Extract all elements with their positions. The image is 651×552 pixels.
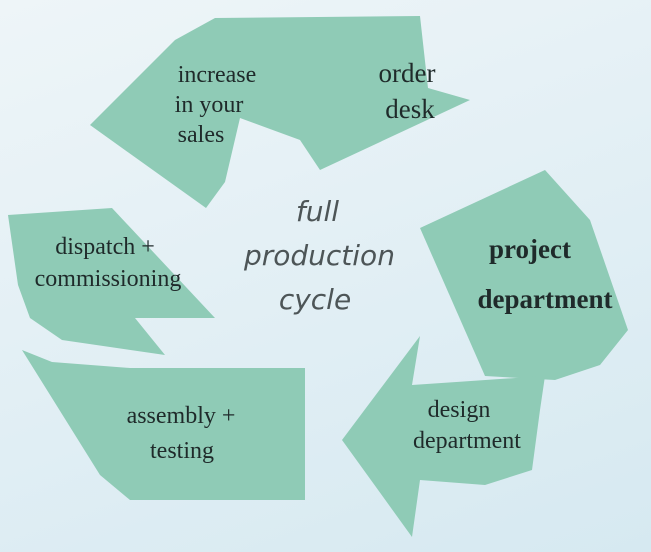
top-cycle-arrow bbox=[90, 16, 470, 208]
label-assembly-testing: assembly + testing bbox=[127, 403, 240, 464]
label-dispatch-commissioning-line-1: dispatch + bbox=[55, 234, 155, 260]
label-project-department: project department bbox=[478, 234, 613, 314]
center-title: full production cycle bbox=[243, 195, 400, 316]
label-project-department-line-1: project bbox=[489, 234, 571, 264]
left-cycle-arrow bbox=[8, 208, 215, 355]
center-title-line-2: production bbox=[243, 239, 395, 272]
center-title-line-3: cycle bbox=[279, 283, 351, 316]
label-dispatch-commissioning: dispatch + commissioning bbox=[35, 234, 182, 292]
label-sales-line-1: increase bbox=[178, 62, 257, 88]
label-design-department-line-2: department bbox=[413, 428, 521, 454]
label-sales-line-2: in your bbox=[175, 92, 244, 118]
label-order-desk-line-2: desk bbox=[385, 94, 435, 124]
label-dispatch-commissioning-line-2: commissioning bbox=[35, 266, 182, 292]
label-sales: increase in your sales bbox=[175, 62, 261, 148]
label-assembly-testing-line-2: testing bbox=[150, 438, 214, 464]
label-assembly-testing-line-1: assembly + bbox=[127, 403, 236, 429]
label-project-department-line-2: department bbox=[478, 284, 613, 314]
label-design-department-line-1: design bbox=[428, 397, 491, 423]
bottom-right-cycle-arrow bbox=[342, 336, 545, 537]
label-order-desk-line-1: order bbox=[379, 58, 436, 88]
label-design-department: design department bbox=[413, 397, 521, 454]
bottom-left-cycle-arrow bbox=[22, 350, 305, 500]
label-order-desk: order desk bbox=[379, 58, 440, 124]
right-cycle-arrow bbox=[420, 170, 628, 380]
label-sales-line-3: sales bbox=[178, 122, 225, 148]
center-title-line-1: full bbox=[296, 195, 339, 228]
